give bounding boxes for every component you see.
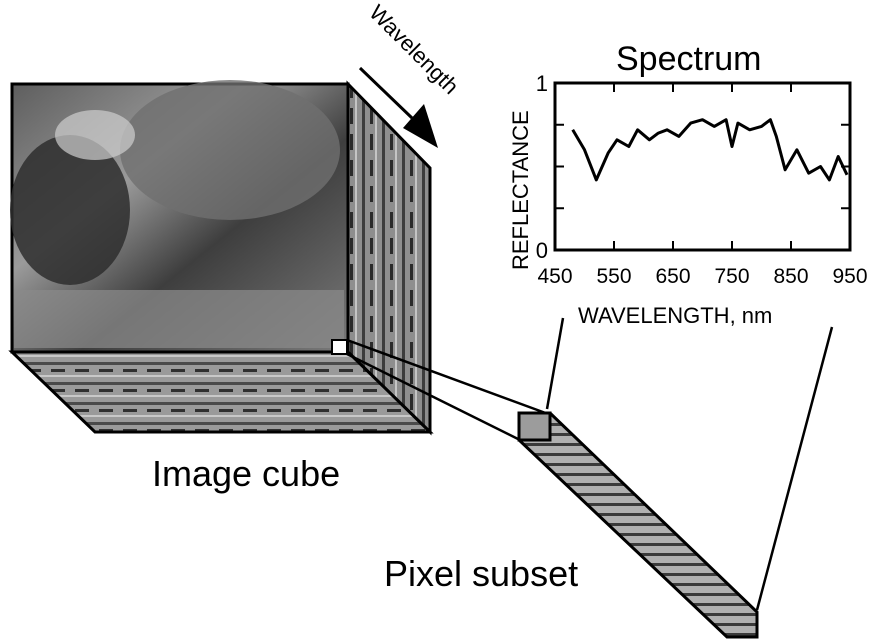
x-tick-label: 850 [773,265,808,288]
bright-patch [55,110,135,160]
axis-ticks [554,83,851,250]
y-tick-label: 0 [536,238,548,263]
wavelength-arrow-label: Wavelength [364,0,463,99]
y-tick-label: 1 [536,71,548,96]
x-tick-label: 750 [714,265,749,288]
x-tick-label: 550 [596,265,631,288]
ground-band [14,290,344,348]
zoom-line-lower [346,352,521,442]
chart-title: Spectrum [616,40,762,78]
x-tick-label: 950 [832,265,867,288]
rock-shape [10,135,130,285]
x-tick-labels: 450 550 650 750 850 950 [537,265,867,288]
y-tick-labels: 01 [536,71,548,263]
spectrum-link-left [545,317,565,410]
pixel-subset-strip [517,411,759,639]
cube-label: Image cube [152,453,340,494]
pixel-subset-label: Pixel subset [384,553,578,594]
spectrum-series-line [571,118,849,182]
pixel-subset-head [517,411,552,442]
x-axis-label: WAVELENGTH, nm [578,303,772,328]
y-axis-label: REFLECTANCE [508,110,533,270]
spectrum-link-right [755,326,834,611]
selected-pixel [331,339,348,355]
wavelength-arrow-shaft [358,66,414,120]
zoom-line-upper [346,338,552,417]
x-tick-label: 450 [537,265,572,288]
x-tick-label: 650 [655,265,690,288]
wavelength-arrow-head [403,104,438,148]
tree-canopy [120,80,340,220]
